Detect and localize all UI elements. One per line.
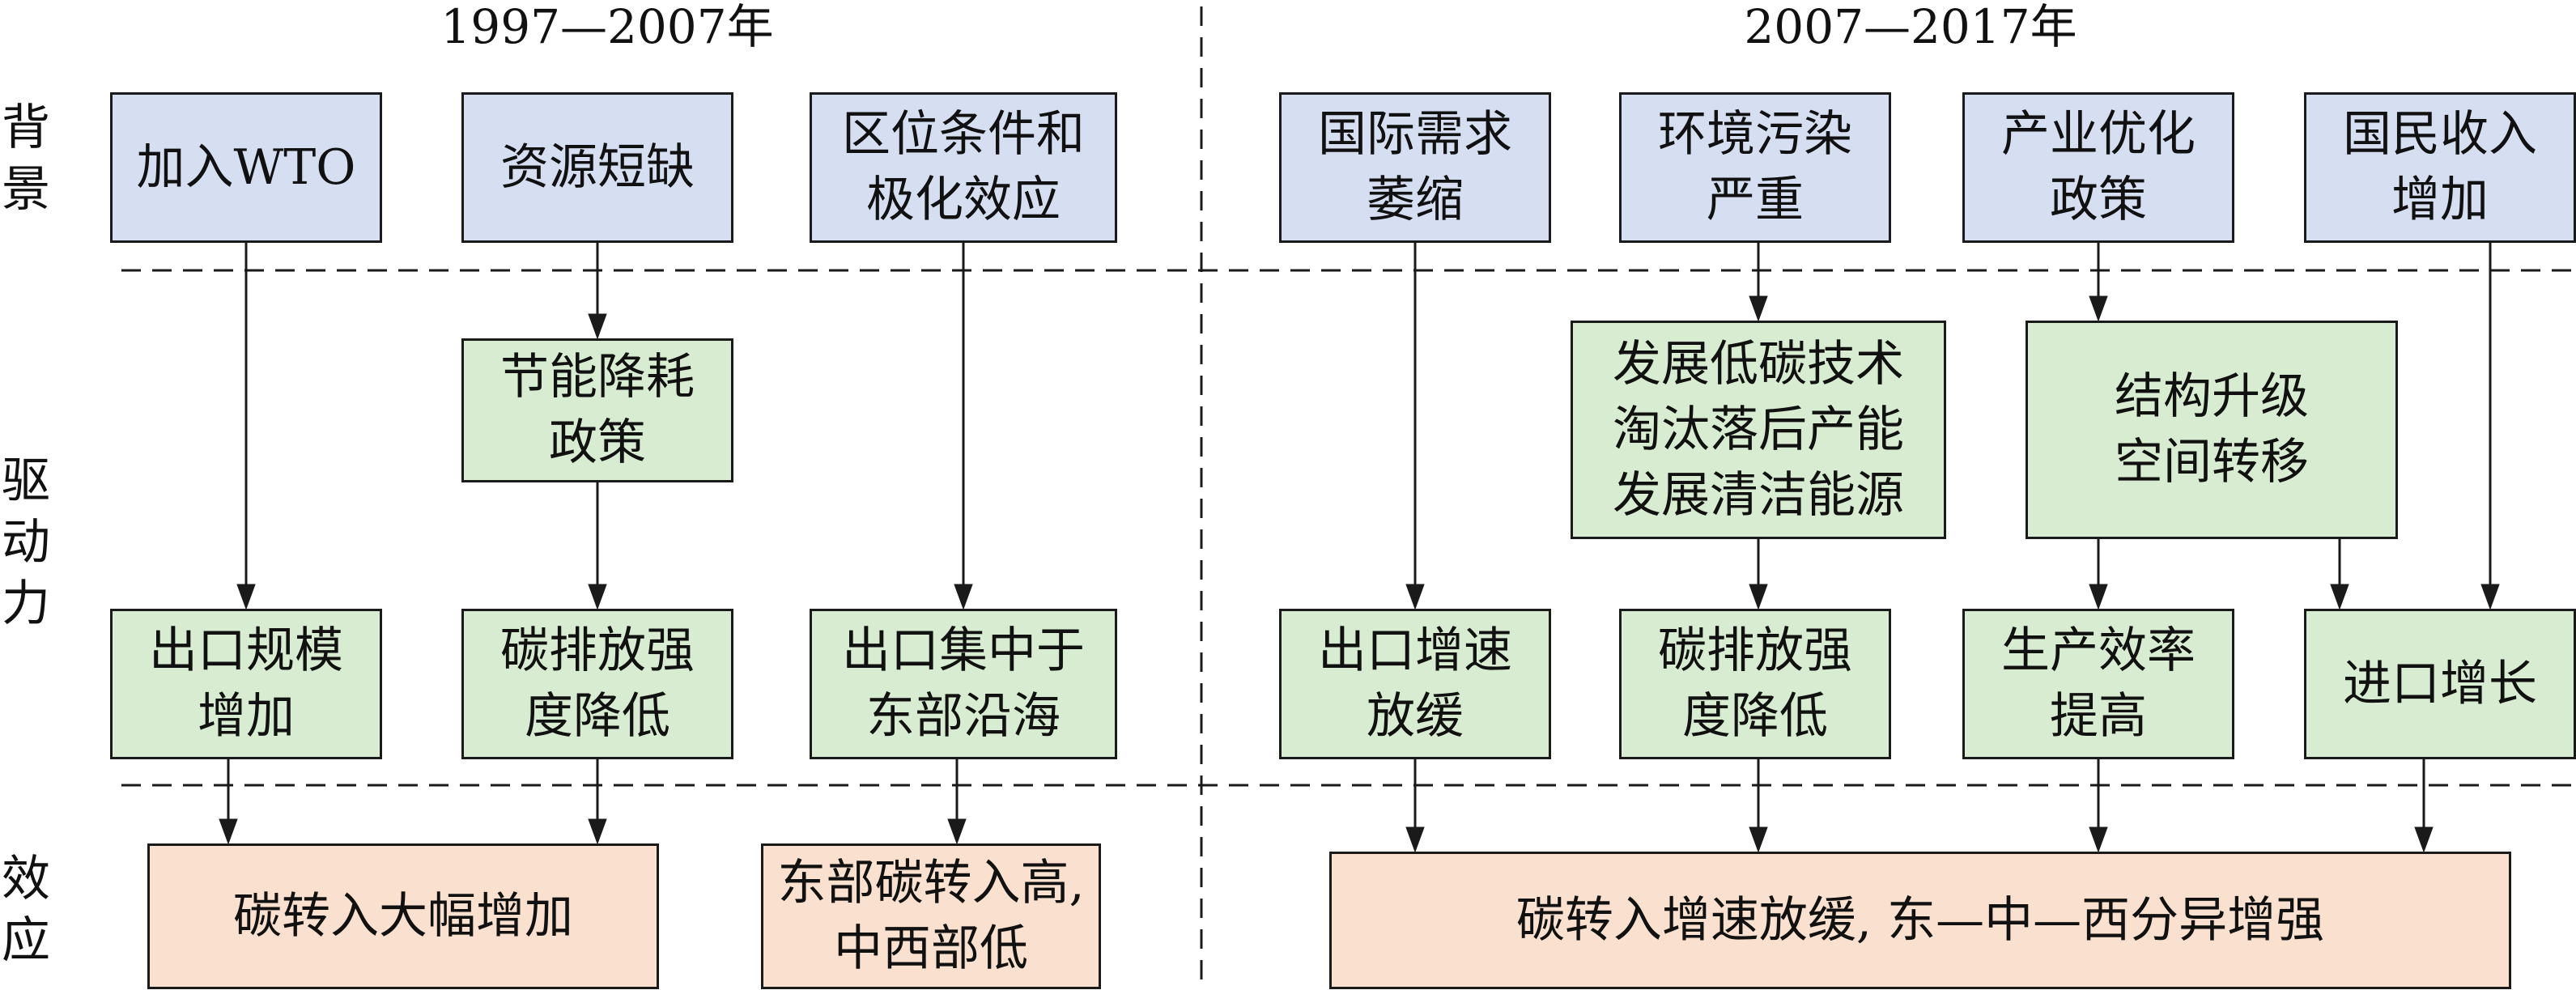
arrowhead (588, 584, 607, 610)
box-text: 碳转入大幅增加 (233, 887, 573, 945)
box-text: 提高 (2050, 688, 2147, 745)
box-text: 严重 (1707, 172, 1804, 228)
row-label-char: 驱 (2, 453, 50, 509)
arrowhead (2330, 584, 2349, 610)
box-text: 东部沿海 (866, 688, 1061, 745)
right-background-demand: 国际需求 萎缩 (1279, 92, 1551, 243)
box-text: 政策 (2050, 172, 2147, 228)
period-label-right: 2007—2017年 (1744, 0, 2077, 54)
left-effect-regional: 东部碳转入高, 中西部低 (761, 843, 1101, 989)
box-text: 国际需求 (1318, 106, 1512, 163)
box-text: 空间转移 (2115, 434, 2309, 491)
right-driver-import-growth: 进口增长 (2304, 609, 2576, 759)
box-text: 度降低 (525, 688, 670, 745)
box-text: 发展低碳技术 (1613, 335, 1904, 393)
left-background-wto: 加入WTO (110, 92, 382, 243)
box-text: 加入WTO (136, 138, 356, 196)
box-text: 碳排放强 (500, 622, 695, 679)
arrowhead (588, 313, 607, 340)
right-measure-structure: 结构升级 空间转移 (2026, 321, 2398, 539)
box-text: 区位条件和 (842, 106, 1085, 163)
box-text: 国民收入 (2343, 106, 2537, 163)
left-driver-export-coastal: 出口集中于 东部沿海 (810, 609, 1117, 759)
box-text: 节能降耗 (500, 349, 695, 406)
right-driver-efficiency: 生产效率 提高 (1962, 609, 2234, 759)
right-driver-carbon-intensity: 碳排放强 度降低 (1619, 609, 1891, 759)
arrowhead (1749, 295, 1768, 322)
arrowhead (588, 818, 607, 845)
arrowhead (1749, 826, 1768, 853)
right-background-pollution: 环境污染 严重 (1619, 92, 1891, 243)
arrowhead (947, 818, 967, 845)
arrowhead (1749, 584, 1768, 610)
box-text: 碳转入增速放缓, 东—中—西分异增强 (1515, 891, 2325, 949)
arrowhead (2089, 295, 2108, 322)
box-text: 中西部低 (833, 920, 1028, 977)
box-text: 极化效应 (866, 172, 1061, 228)
row-label-char: 应 (2, 912, 50, 969)
row-label-char: 背 (2, 100, 50, 156)
box-text: 东部碳转入高, (777, 855, 1085, 911)
box-text: 度降低 (1682, 688, 1828, 745)
right-effect-combined: 碳转入增速放缓, 东—中—西分异增强 (1329, 852, 2511, 989)
left-driver-carbon-intensity: 碳排放强 度降低 (461, 609, 733, 759)
box-text: 淘汰落后产能 (1613, 401, 1904, 458)
left-policy-energy: 节能降耗 政策 (461, 338, 733, 482)
row-label-char: 力 (2, 576, 50, 632)
arrowhead (236, 584, 256, 610)
row-label-char: 动 (2, 514, 50, 571)
row-label-char: 效 (2, 851, 50, 907)
left-effect-carbon-inflow: 碳转入大幅增加 (147, 843, 659, 989)
right-driver-export-slowdown: 出口增速 放缓 (1279, 609, 1551, 759)
arrowhead (1405, 826, 1425, 853)
box-text: 生产效率 (2001, 622, 2196, 679)
row-label-background: 背 景 (2, 97, 50, 220)
box-text: 结构升级 (2115, 368, 2309, 425)
box-text: 发展清洁能源 (1613, 466, 1904, 524)
row-label-drivers: 驱 动 力 (2, 450, 50, 635)
box-text: 出口规模 (149, 622, 343, 679)
box-text: 增加 (198, 688, 295, 745)
arrowhead (1405, 584, 1425, 610)
right-background-income: 国民收入 增加 (2304, 92, 2576, 243)
box-text: 出口集中于 (842, 622, 1085, 679)
left-driver-export-scale: 出口规模 增加 (110, 609, 382, 759)
arrowhead (2089, 584, 2108, 610)
box-text: 进口增长 (2343, 655, 2537, 712)
box-text: 出口增速 (1318, 622, 1512, 679)
box-text: 资源短缺 (500, 138, 695, 196)
box-text: 增加 (2391, 172, 2489, 228)
box-text: 放缓 (1367, 688, 1464, 745)
box-text: 政策 (549, 414, 646, 471)
arrowhead (2414, 826, 2434, 853)
arrowhead (2089, 826, 2108, 853)
right-background-industry-policy: 产业优化 政策 (1962, 92, 2234, 243)
box-text: 产业优化 (2001, 106, 2196, 163)
row-label-char: 景 (2, 161, 50, 218)
row-label-effects: 效 应 (2, 848, 50, 971)
box-text: 环境污染 (1658, 106, 1852, 163)
period-label-left: 1997—2007年 (440, 0, 774, 54)
right-measure-lowcarbon: 发展低碳技术 淘汰落后产能 发展清洁能源 (1571, 321, 1946, 539)
left-background-location: 区位条件和 极化效应 (810, 92, 1117, 243)
arrowhead (954, 584, 973, 610)
arrowhead (219, 818, 238, 845)
box-text: 碳排放强 (1658, 622, 1852, 679)
box-text: 萎缩 (1367, 172, 1464, 228)
arrowhead (2480, 584, 2500, 610)
left-background-resource: 资源短缺 (461, 92, 733, 243)
